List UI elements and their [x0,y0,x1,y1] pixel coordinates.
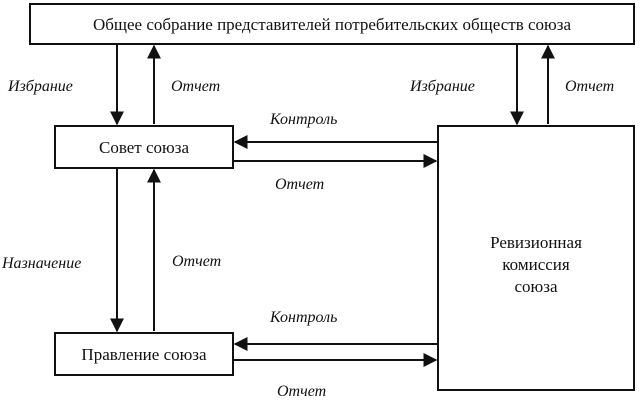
audit-commission-label-line-3: союза [514,277,557,296]
audit-commission-label-line-1: Ревизионная [490,233,582,252]
election-right-label: Избрание [409,78,475,95]
report-left-middle-label: Отчет [172,253,221,270]
appointment-label: Назначение [1,255,81,272]
report-bottom-label: Отчет [277,383,326,400]
control-bottom-label: Контроль [269,309,337,326]
election-left-label: Избрание [7,78,73,95]
report-right-top-label: Отчет [565,78,614,95]
report-left-top-label: Отчет [171,78,220,95]
audit-commission-label-line-2: комиссия [502,255,570,274]
general-meeting-box [29,3,635,45]
report-middle-top-label: Отчет [275,176,324,193]
union-board-box [54,332,234,376]
audit-commission-box [437,125,635,391]
general-meeting-label: Общее собрание представителей потребител… [93,15,571,34]
union-board-label: Правление союза [81,345,207,364]
control-top-label: Контроль [269,111,337,128]
union-council-label: Совет союза [99,138,189,157]
union-council-box [54,125,234,169]
